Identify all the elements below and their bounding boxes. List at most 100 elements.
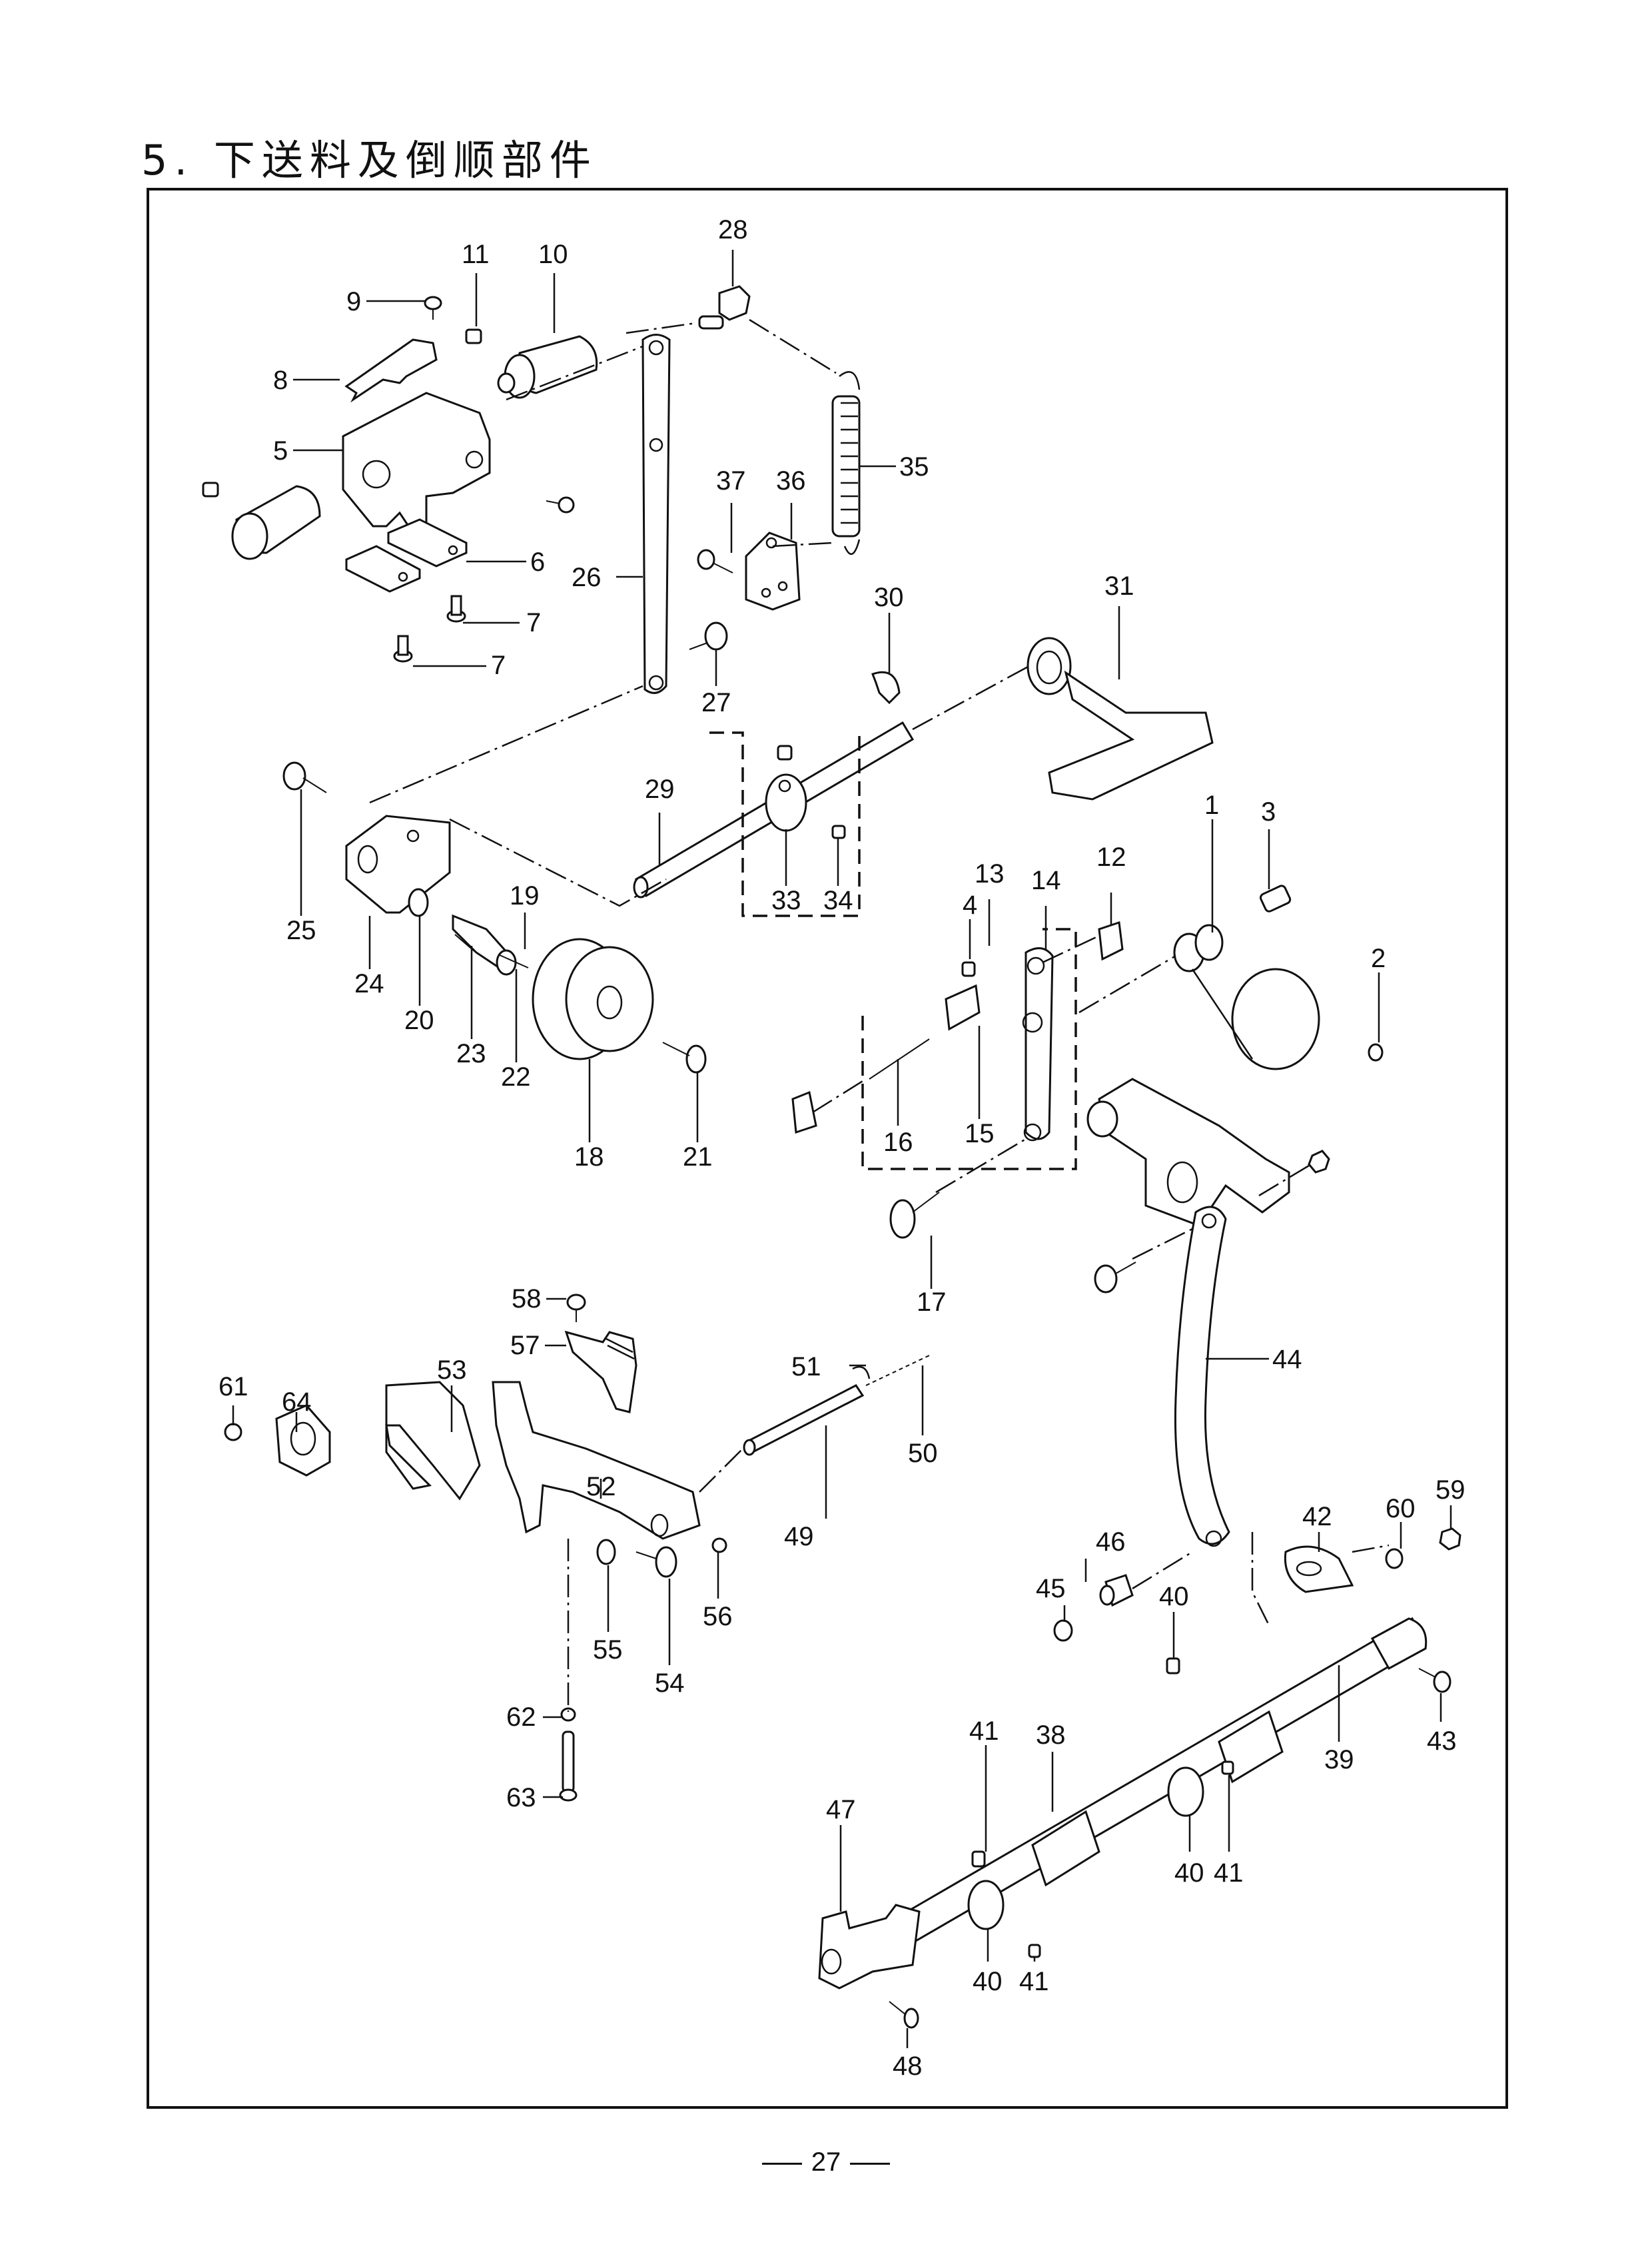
callout-13: 13 — [975, 859, 1005, 889]
part-crank-47 — [818, 1904, 921, 1990]
callout-27: 27 — [701, 688, 731, 717]
callout-64: 64 — [282, 1387, 312, 1417]
callout-7b: 7 — [491, 651, 506, 680]
callout-47: 47 — [826, 1795, 856, 1824]
part-pin-15 — [945, 984, 981, 1031]
part-lever-42 — [1284, 1545, 1354, 1593]
part-roller-left — [202, 482, 321, 560]
callout-54: 54 — [655, 1669, 685, 1698]
part-block-24 — [345, 815, 451, 914]
part-eclip-51 — [852, 1365, 871, 1379]
part-feed-dog-57 — [564, 1330, 637, 1413]
part-block-left — [791, 1090, 817, 1134]
part-screw-48 — [889, 2001, 919, 2029]
diagram-frame — [147, 188, 1508, 2109]
callout-labels: 9 11 10 8 5 6 7 7 28 35 26 37 36 27 30 3… — [218, 215, 1465, 2081]
callout-24: 24 — [354, 969, 384, 998]
part-block-5 — [342, 392, 491, 534]
part-holder-64 — [275, 1404, 331, 1477]
callout-2: 2 — [1371, 944, 1386, 973]
part-rod-49 — [743, 1384, 865, 1456]
callout-16: 16 — [883, 1128, 913, 1157]
assembly-center-lines — [369, 318, 1390, 1712]
callout-40a: 40 — [1159, 1582, 1189, 1611]
callout-21: 21 — [683, 1142, 713, 1172]
callout-36: 36 — [776, 466, 806, 496]
part-collar-33 — [765, 773, 807, 832]
callout-37: 37 — [716, 466, 746, 496]
callout-52: 52 — [586, 1472, 616, 1501]
callout-29: 29 — [645, 775, 675, 804]
part-stud-28 — [698, 285, 751, 330]
part-screw-45 — [1053, 1619, 1073, 1642]
part-screw-58 — [566, 1294, 586, 1322]
part-feed-bar-52 — [492, 1381, 701, 1540]
dashed-group-33-34 — [709, 729, 861, 917]
part-pin-22 — [498, 954, 529, 968]
callout-40b: 40 — [1174, 1858, 1204, 1888]
part-knob-18 — [532, 938, 654, 1060]
part-shaft-38-39 — [871, 1617, 1428, 1960]
part-washer-55 — [596, 1539, 616, 1565]
callout-39: 39 — [1324, 1745, 1354, 1774]
callout-20: 20 — [404, 1006, 434, 1035]
page-number-dash-left — [761, 2162, 802, 2165]
callout-59: 59 — [1436, 1475, 1465, 1505]
callout-12: 12 — [1096, 843, 1126, 872]
part-setscrews-40-41 — [971, 1657, 1234, 1958]
part-screw-21 — [662, 1042, 707, 1074]
part-screw-19 — [452, 914, 517, 976]
part-rocker — [1086, 1078, 1290, 1227]
part-screw-54 — [635, 1546, 677, 1578]
callout-60: 60 — [1386, 1494, 1416, 1523]
callout-57: 57 — [510, 1331, 540, 1360]
callout-6: 6 — [530, 548, 545, 577]
callout-5: 5 — [273, 436, 288, 466]
page-number-text: 27 — [811, 2147, 841, 2177]
part-screw-rocker — [1094, 1262, 1136, 1294]
callout-41a: 41 — [969, 1716, 999, 1746]
part-link-14 — [1022, 947, 1054, 1142]
part-plate-36 — [745, 532, 801, 611]
part-screw-37 — [697, 549, 733, 573]
callout-23: 23 — [456, 1039, 486, 1068]
part-screw-25 — [282, 761, 327, 793]
callout-11: 11 — [462, 240, 490, 269]
part-screw-43 — [1418, 1668, 1451, 1693]
part-link-26 — [641, 334, 671, 694]
callout-50: 50 — [908, 1439, 938, 1468]
part-collar-62 — [560, 1707, 576, 1722]
part-pedal-31 — [1027, 637, 1214, 801]
callout-58: 58 — [512, 1284, 542, 1313]
callout-31: 31 — [1104, 571, 1134, 601]
callout-28: 28 — [718, 215, 748, 244]
callout-25: 25 — [286, 916, 316, 945]
callout-51: 51 — [791, 1352, 821, 1381]
part-fork-53 — [385, 1381, 481, 1501]
part-link-44 — [1174, 1206, 1230, 1547]
callout-63: 63 — [506, 1783, 536, 1812]
callout-10: 10 — [538, 240, 568, 269]
callout-46: 46 — [1096, 1527, 1126, 1557]
page-number: 27 — [0, 2147, 1652, 2177]
part-screw-9 — [424, 296, 442, 320]
part-screw-63 — [559, 1730, 578, 1802]
part-screw-side — [546, 496, 575, 514]
callout-42: 42 — [1302, 1502, 1332, 1531]
part-nut-59 — [1439, 1527, 1461, 1551]
callout-8: 8 — [273, 366, 288, 395]
callout-4: 4 — [963, 891, 977, 920]
part-collars-40 — [967, 1766, 1204, 1930]
callout-3: 3 — [1261, 797, 1276, 827]
callout-61: 61 — [218, 1372, 248, 1401]
page-title: 5. 下送料及倒顺部件 — [141, 136, 598, 185]
callout-40c: 40 — [973, 1967, 1003, 1996]
callout-33: 33 — [771, 886, 801, 915]
page-number-dash-right — [850, 2162, 891, 2165]
callout-49: 49 — [784, 1522, 814, 1551]
callout-55: 55 — [593, 1635, 623, 1665]
part-roller-10 — [497, 335, 598, 399]
part-screw-17 — [889, 1192, 940, 1239]
part-arm-1 — [1173, 924, 1320, 1070]
